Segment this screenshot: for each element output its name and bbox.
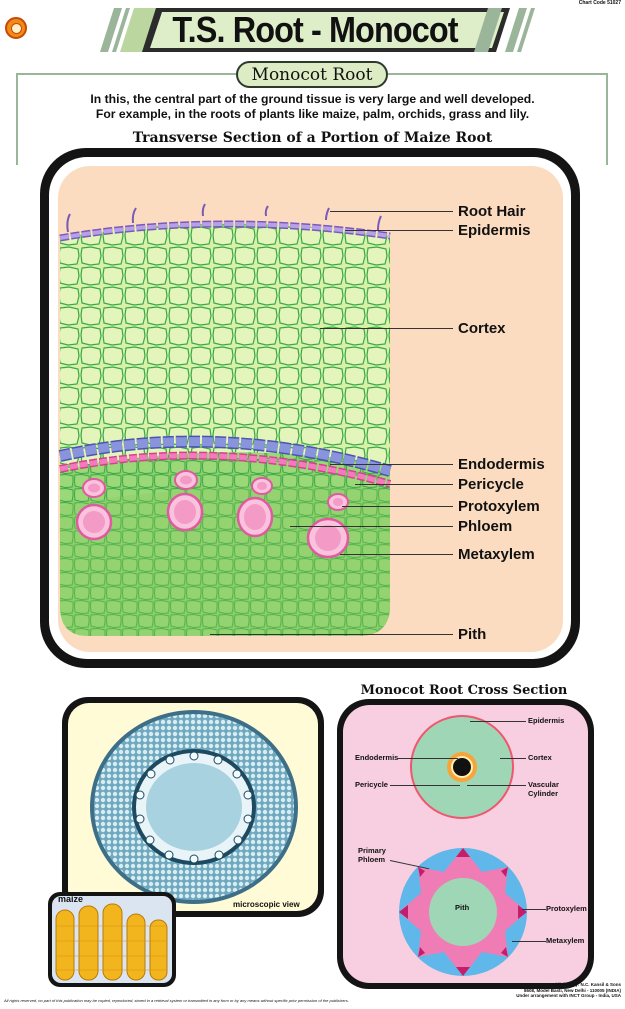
chart-code: Chart Code 51027 [578,0,621,6]
subtitle-pill: Monocot Root [236,61,388,88]
title-banner: T.S. Root - Monocot [120,8,510,52]
cross-section-heading: Monocot Root Cross Section [360,683,568,698]
publisher-info: Published by: N.C. Kansil & Sons 8608, M… [491,982,621,999]
leader-cs-vascular [467,785,526,786]
cs-label-pericycle: Pericycle [355,780,388,789]
publisher-address: 8608, Model Basti, New Delhi - 110005 (I… [523,987,621,993]
label-cortex: Cortex [458,320,506,337]
label-phloem: Phloem [458,518,513,535]
leader-protoxylem [342,506,453,507]
maize-label: maize [58,894,84,904]
cs-label-primary-phloem-1: Primary [358,846,386,855]
cs-label-vascular-2: Cylinder [528,789,559,798]
title-banner-shape [120,8,510,52]
leader-cs-endodermis [398,758,458,759]
cross-section-diagram [399,715,527,976]
leader-phloem [290,526,453,527]
leader-metaxylem [340,554,453,555]
cs-label-endodermis: Endodermis [355,753,399,762]
title-left-stripes [100,8,130,52]
leader-cs-pericycle [390,785,460,786]
cs-label-cortex: Cortex [528,753,552,762]
label-root-hair: Root Hair [458,203,526,220]
footer-rights: All rights reserved, no part of this pub… [4,998,349,1003]
leader-cortex [320,328,453,329]
maize-cobs-image [55,903,168,981]
title-right-stripes [505,8,535,52]
xylem-vessels [75,470,350,559]
label-epidermis: Epidermis [458,222,531,239]
label-endodermis: Endodermis [458,456,545,473]
cs-label-protoxylem: Protoxylem [546,904,587,913]
microscope-image [90,710,298,904]
leader-cs-cortex [500,758,526,759]
leader-cs-epidermis [470,721,526,722]
cs-label-epidermis: Epidermis [528,716,565,725]
label-pith: Pith [458,626,487,643]
cs-label-metaxylem: Metaxylem [546,936,585,945]
cs-label-vascular-1: Vascular [528,780,559,789]
leader-pericycle [355,484,453,485]
page-title: T.S. Root - Monocot [172,9,458,50]
label-metaxylem: Metaxylem [458,546,535,563]
intro-line-1: In this, the central part of the ground … [90,92,535,106]
cs-label-pith: Pith [455,903,470,912]
leader-pith [210,634,453,635]
publisher-name: Published by: N.C. Kansil & Sons [549,982,621,987]
frame-line-left-vertical [16,73,18,165]
intro-line-2: For example, in the roots of plants like… [95,107,530,121]
publisher-logo [5,17,27,39]
label-protoxylem: Protoxylem [458,498,540,515]
leader-cs-protoxylem [522,909,546,910]
root-tissue-illustration [58,203,392,636]
leader-epidermis [345,230,453,231]
frame-line-right [388,73,608,75]
leader-cs-metaxylem [512,941,546,942]
label-pericycle: Pericycle [458,476,524,493]
frame-line-left [16,73,236,75]
micro-caption: microscopic view [233,900,300,909]
intro-text: In this, the central part of the ground … [40,92,585,122]
frame-line-right-vertical [606,73,608,165]
main-diagram-heading: Transverse Section of a Portion of Maize… [132,130,493,146]
cs-label-primary-phloem-2: Phloem [358,855,386,864]
leader-endodermis [330,464,453,465]
leader-root-hair [330,211,453,212]
maize-photo-inner [52,896,172,983]
publisher-arrangement: Under arrangement with INCT Group - Indi… [516,993,621,998]
